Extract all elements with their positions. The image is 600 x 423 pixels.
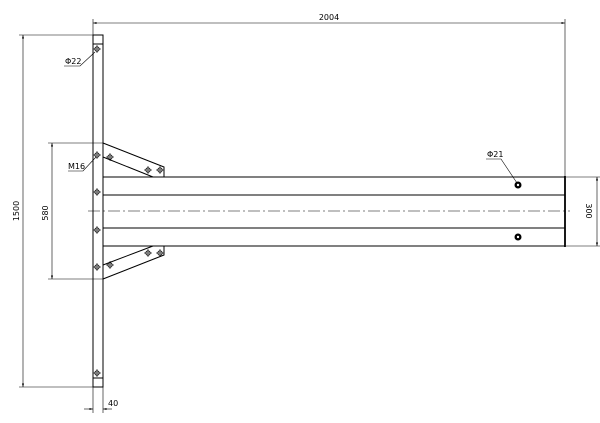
dim-1500-label: 1500 [12, 201, 21, 221]
bolt-hole-icon [93, 226, 101, 234]
bolt-hole-icon [93, 369, 101, 377]
dim-2004-label: 2004 [319, 13, 339, 22]
dim-300-label: 300 [584, 203, 593, 218]
callout-phi21: Φ21 [487, 150, 503, 159]
callout-bolt: M16 [68, 156, 97, 172]
dimension-plate-thickness: 40 [84, 387, 118, 413]
bolt-hole-icon [106, 261, 114, 269]
callout-m16: M16 [68, 162, 85, 171]
bolt-hole-icon [156, 166, 164, 174]
dimension-plate-height: 1500 [12, 34, 93, 388]
bolt-hole-icon [156, 249, 164, 257]
bolt-hole-icon [93, 188, 101, 196]
callout-beam-hole: Φ21 [486, 150, 518, 184]
callout-phi22: Φ22 [65, 57, 81, 66]
bolt-hole-icon [93, 151, 101, 159]
dim-40-label: 40 [108, 399, 118, 408]
bolt-holes [93, 45, 164, 377]
bolt-hole-icon [93, 45, 101, 53]
dim-580-label: 580 [41, 205, 50, 220]
gusset-bottom [102, 245, 165, 280]
bolt-hole-icon [93, 263, 101, 271]
dimension-gusset-span: 580 [41, 142, 103, 280]
gusset-top [102, 142, 165, 178]
beam [88, 176, 570, 247]
bolt-hole-icon [144, 166, 152, 174]
dimension-beam-height: 300 [566, 176, 600, 247]
bolt-hole-icon [144, 249, 152, 257]
beam-holes [514, 181, 522, 241]
dimension-overall-length: 2004 [92, 13, 566, 176]
callout-plate-hole: Φ22 [64, 51, 96, 67]
bolt-hole-icon [106, 153, 114, 161]
